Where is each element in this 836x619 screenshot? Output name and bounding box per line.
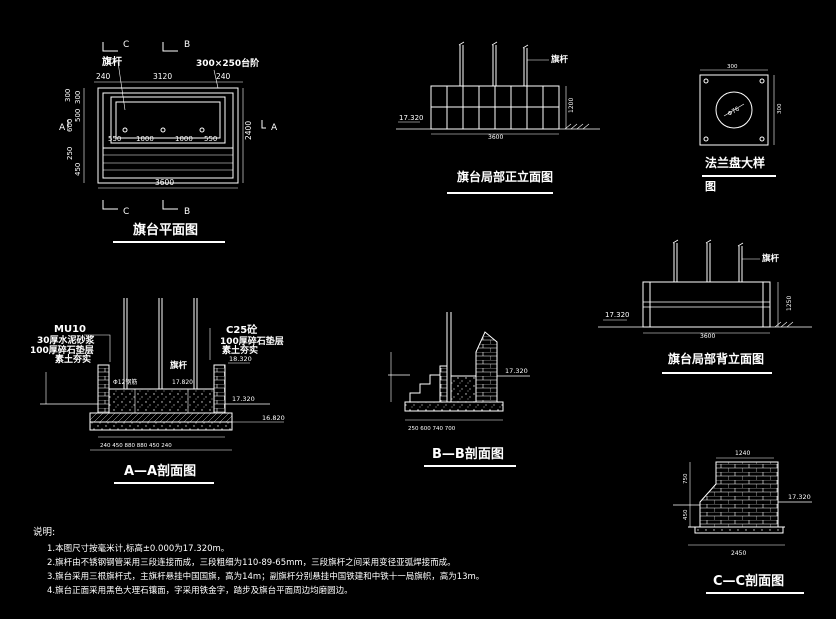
cc-dim-h2: 450 [683, 509, 689, 520]
cc-dim-bot: 2450 [731, 550, 746, 557]
flange-title: 法兰盘大样 [705, 155, 765, 170]
front-elev: 17.320 [399, 114, 424, 122]
cc-title: C—C剖面图 [713, 573, 784, 589]
aa-layer1: 30厚水泥砂浆 [37, 334, 96, 346]
plan-sec-c-top: C [123, 40, 129, 50]
aa-bottom-dims: 240 450 880 880 450 240 [100, 443, 172, 449]
front-dim-h: 1200 [568, 98, 575, 113]
back-elev: 17.320 [605, 311, 630, 319]
plan-dim-500: 500 [74, 109, 82, 122]
plan-dim-450: 450 [74, 163, 82, 176]
section-cc: 1240 17.320 750 450 2450 C—C剖面图 [673, 450, 812, 594]
aa-elev-top: 18.320 [229, 355, 252, 363]
aa-layer4: 100厚碎石垫层 [220, 335, 284, 347]
back-dim-3600: 3600 [700, 333, 715, 340]
notes-heading: 说明: [33, 527, 56, 538]
aa-elev-bot: 16.820 [262, 414, 285, 422]
flange-detail: Φ76 300 300 法兰盘大样 图 [699, 64, 783, 193]
aa-rebar: Φ12钢筋 [113, 378, 137, 386]
aa-layer3: 素土夯实 [55, 353, 91, 365]
bb-dims: 250 600 740 700 [408, 426, 456, 432]
back-dim-h: 1250 [786, 296, 793, 311]
plan-dim-550-left: 550 [108, 135, 121, 143]
plan-dim-240-left: 240 [96, 72, 111, 81]
cc-dim-top: 1240 [735, 450, 750, 457]
notes-line-4: 4.旗台正面采用黑色大理石镶面，字采用铁金字，踏步及旗台平面周边均磨圆边。 [47, 586, 353, 596]
plan-dim-600: 600 [66, 119, 74, 132]
plan-dim-1000-b: 1000 [175, 135, 193, 143]
bb-elev: 17.320 [505, 367, 528, 375]
section-aa: MU10 30厚水泥砂浆 100厚碎石垫层 素土夯实 C25砼 100厚碎石垫层… [30, 298, 285, 484]
back-title: 旗台局部背立面图 [668, 351, 764, 366]
plan-title: 旗台平面图 [133, 222, 198, 238]
flange-title-2: 图 [705, 180, 716, 193]
bb-title: B—B剖面图 [432, 446, 504, 462]
aa-layer5: 素土夯实 [222, 344, 258, 356]
plan-dim-250: 250 [66, 147, 74, 160]
front-title: 旗台局部正立面图 [457, 169, 553, 184]
aa-c25: C25砼 [226, 323, 257, 336]
front-dim-3600: 3600 [488, 134, 503, 141]
plan-dim-3120: 3120 [153, 72, 172, 81]
cc-dim-h1: 750 [683, 473, 689, 484]
aa-flagpole-label: 旗杆 [170, 360, 188, 371]
plan-sec-b-top: B [184, 40, 190, 50]
back-flagpole-label: 旗杆 [762, 253, 780, 264]
plan-dim-300: 300 [64, 89, 72, 102]
aa-layer2: 100厚碎石垫层 [30, 344, 94, 356]
plan-sec-c-bottom: C [123, 207, 129, 217]
plan-step-label: 300×250台阶 [196, 57, 260, 69]
aa-mu10: MU10 [54, 324, 86, 335]
cc-elev: 17.320 [788, 493, 811, 501]
notes-line-3: 3.旗台采用三根旗杆式，主旗杆悬挂中国国旗，高为14m；副旗杆分别悬挂中国铁建和… [47, 572, 485, 582]
notes-line-1: 1.本图尺寸按毫米计,标高±0.000为17.320m。 [47, 544, 230, 554]
plan-sec-a-left: A [59, 123, 66, 133]
plan-view: C B 旗杆 300×250台阶 240 3120 240 550 1000 1… [59, 40, 278, 243]
flange-dim-w: 300 [727, 64, 738, 70]
aa-title: A—A剖面图 [124, 463, 196, 479]
front-elevation: 旗杆 17.320 3600 1200 旗台局部正立面图 [396, 41, 600, 194]
plan-sec-b-bottom: B [184, 207, 190, 217]
plan-dim-240-right: 240 [216, 72, 231, 81]
flange-dim-h: 300 [777, 103, 783, 114]
aa-elev-ground: 17.320 [232, 395, 255, 403]
plan-sec-a-right: A [271, 123, 278, 133]
plan-dim-2400: 2400 [244, 121, 253, 140]
aa-elev-mid: 17.820 [172, 379, 193, 386]
front-flagpole-label: 旗杆 [551, 54, 569, 65]
plan-dim-1000-a: 1000 [136, 135, 154, 143]
back-elevation: 旗杆 17.320 3600 1250 旗台局部背立面图 [598, 239, 812, 374]
plan-dim-3600: 3600 [155, 178, 174, 187]
notes-line-2: 2.旗杆由不锈钢钢管采用三段连接而成，三段粗细为110-89-65mm，三段旗杆… [47, 558, 456, 568]
section-bb: 17.320 250 600 740 700 B—B剖面图 [388, 312, 530, 467]
plan-dim-550-right: 550 [204, 135, 217, 143]
plan-dim-300b: 300 [74, 91, 82, 104]
plan-flagpole-label: 旗杆 [102, 55, 122, 68]
